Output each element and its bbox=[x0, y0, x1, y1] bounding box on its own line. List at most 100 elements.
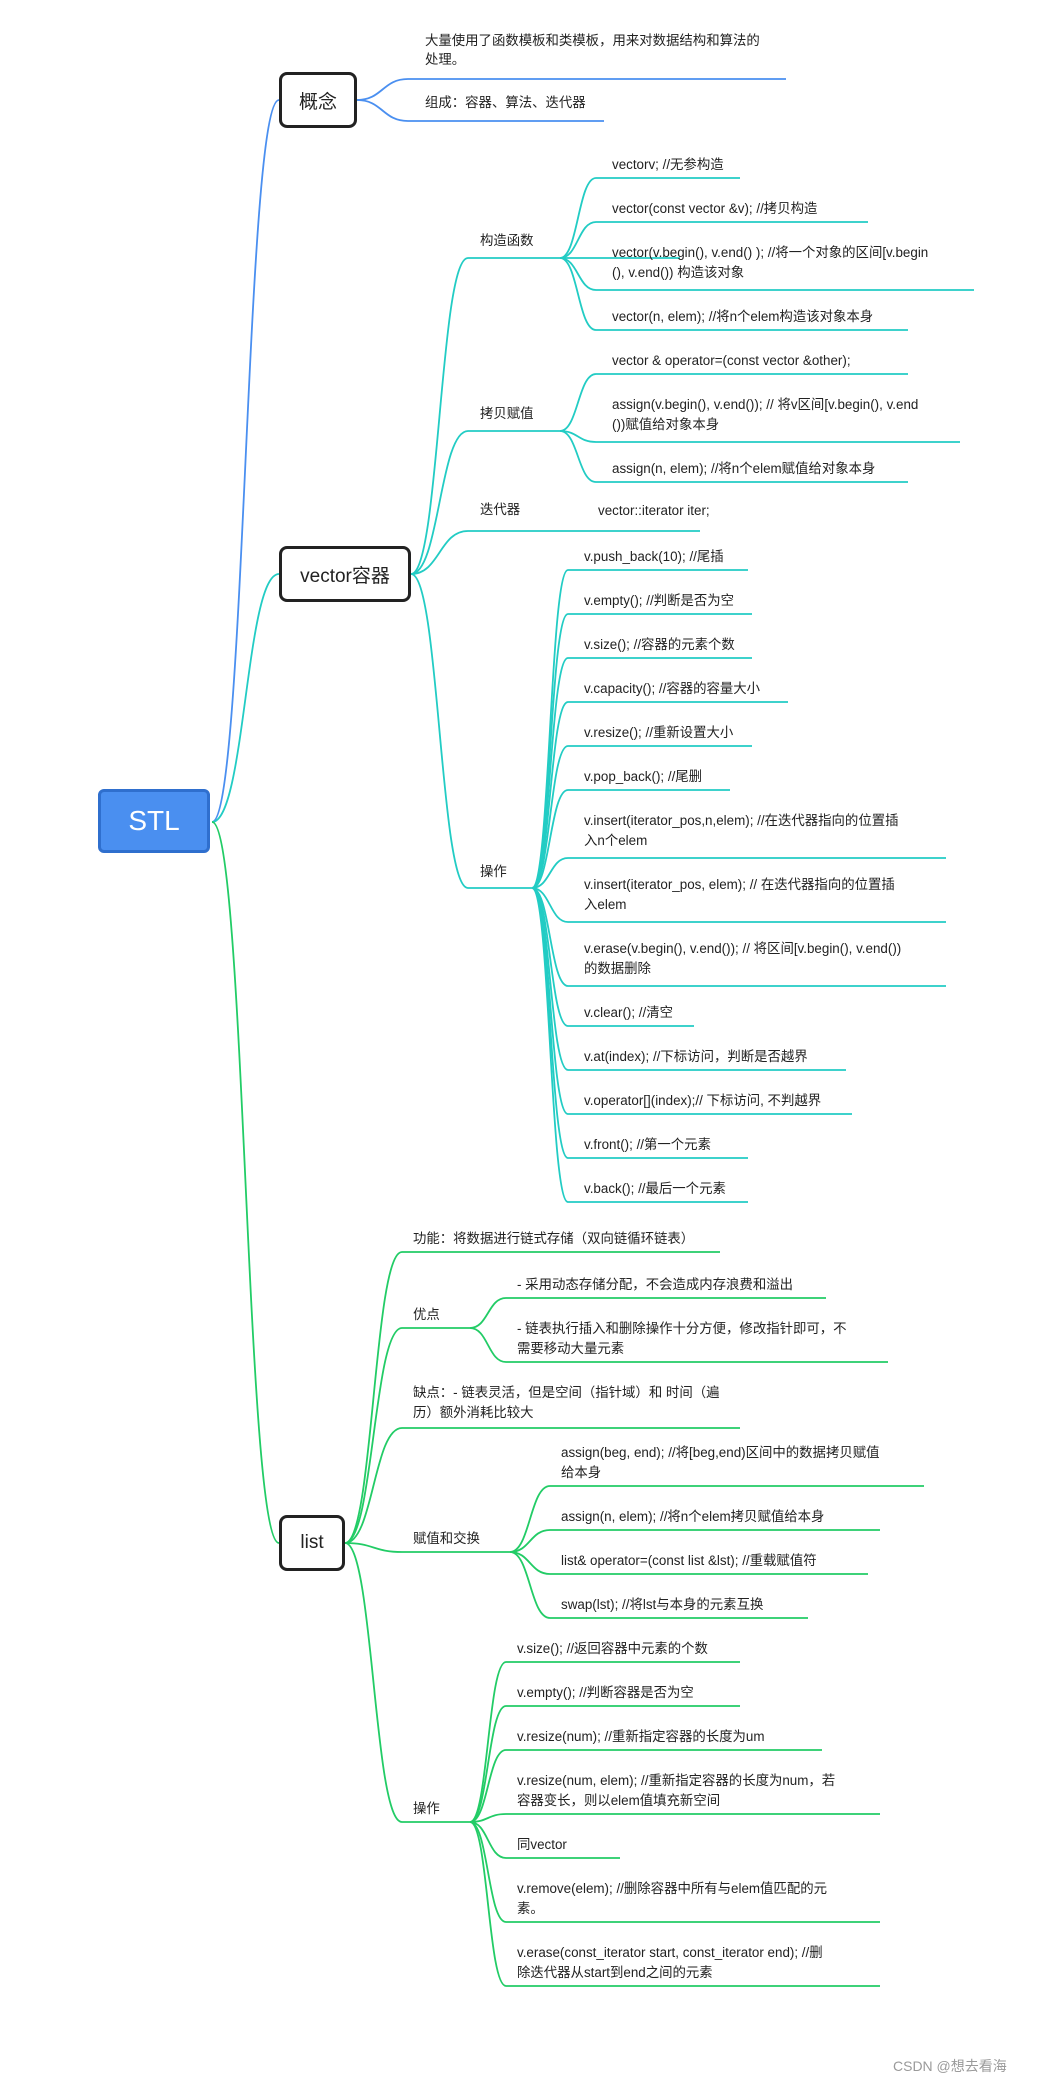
node-concept[interactable]: 概念 bbox=[279, 72, 357, 128]
list-ops-link-3 bbox=[469, 1749, 507, 1823]
list-ops-link-7 bbox=[469, 1821, 507, 1987]
link-list-func bbox=[344, 1251, 403, 1544]
concept-components: 组成：容器、算法、迭代器 bbox=[425, 95, 586, 110]
watermark: CSDN @想去看海 bbox=[893, 2058, 1007, 2074]
list-adv-link-2 bbox=[469, 1327, 507, 1363]
vector-ops-link-12 bbox=[531, 887, 569, 1115]
link-list-swap bbox=[344, 1542, 403, 1553]
vector-ops-link-13 bbox=[531, 887, 569, 1159]
list-swap-item-1-line1: assign(beg, end); //将[beg,end)区间中的数据拷贝赋值 bbox=[561, 1445, 880, 1460]
list-op-5: 同vector bbox=[517, 1837, 567, 1852]
vector-ctor-link-3 bbox=[559, 257, 597, 291]
root-node-stl[interactable]: STL bbox=[98, 789, 210, 853]
node-vector[interactable]: vector容器 bbox=[279, 546, 411, 602]
vector-ctor-item-2: vector(const vector &v); //拷贝构造 bbox=[612, 201, 818, 216]
link-vector-iter bbox=[410, 530, 469, 575]
list-disadvantage-line2: 历）额外消耗比较大 bbox=[413, 1405, 534, 1420]
list-advantages-label: 优点 bbox=[413, 1307, 440, 1322]
vector-op-5: v.resize(); //重新设置大小 bbox=[584, 725, 734, 740]
list-advantage-2-line2: 需要移动大量元素 bbox=[517, 1341, 625, 1356]
list-swap-link-1 bbox=[509, 1485, 551, 1553]
vector-op-2: v.empty(); //判断是否为空 bbox=[584, 593, 735, 608]
vector-op-9-line2: 的数据删除 bbox=[584, 961, 651, 976]
link-vector-assign bbox=[410, 430, 469, 575]
link-list-ops bbox=[344, 1542, 403, 1823]
node-list[interactable]: list bbox=[279, 1515, 345, 1571]
link-root-list bbox=[211, 821, 280, 1544]
vector-assign-item-3: assign(n, elem); //将n个elem赋值给对象本身 bbox=[612, 461, 876, 476]
link-root-concept bbox=[211, 99, 280, 823]
vector-iterator-value: vector::iterator iter; bbox=[598, 503, 710, 518]
vector-op-1: v.push_back(10); //尾插 bbox=[584, 549, 724, 564]
list-disadvantage-line1: 缺点：- 链表灵活，但是空间（指针域）和 时间（遍 bbox=[413, 1385, 720, 1400]
vector-op-12: v.operator[](index);// 下标访问, 不判越界 bbox=[584, 1093, 822, 1108]
vector-ctor-item-1: vectorv; //无参构造 bbox=[612, 157, 724, 172]
vector-assign-item-2-line1: assign(v.begin(), v.end()); // 将v区间[v.be… bbox=[612, 397, 919, 412]
link-concept-desc bbox=[356, 78, 409, 101]
vector-op-4: v.capacity(); //容器的容量大小 bbox=[584, 681, 761, 696]
link-vector-ctor bbox=[410, 257, 469, 575]
vector-ops-link-7 bbox=[531, 857, 569, 889]
list-op-6-line2: 素。 bbox=[517, 1901, 544, 1916]
vector-ctor-item-3-line1: vector(v.begin(), v.end() ); //将一个对象的区间[… bbox=[612, 245, 929, 260]
list-function: 功能：将数据进行链式存储（双向链循环链表） bbox=[413, 1231, 695, 1246]
list-advantage-2-line1: - 链表执行插入和删除操作十分方便，修改指针即可，不 bbox=[517, 1321, 847, 1336]
vector-op-11: v.at(index); //下标访问，判断是否越界 bbox=[584, 1049, 808, 1064]
list-ops-label: 操作 bbox=[413, 1801, 440, 1816]
vector-assign-link-3 bbox=[559, 430, 597, 483]
list-swap-link-2 bbox=[509, 1529, 551, 1553]
vector-ctor-item-3-line2: (), v.end()) 构造该对象 bbox=[612, 265, 745, 280]
list-op-2: v.empty(); //判断容器是否为空 bbox=[517, 1685, 694, 1700]
vector-ops-link-14 bbox=[531, 887, 569, 1203]
concept-desc-line2: 处理。 bbox=[425, 52, 466, 67]
list-swap-link-4 bbox=[509, 1551, 551, 1619]
vector-ctor-link-2 bbox=[559, 221, 597, 259]
vector-op-9-line1: v.erase(v.begin(), v.end()); // 将区间[v.be… bbox=[584, 941, 902, 956]
list-ops-link-1 bbox=[469, 1661, 507, 1823]
vector-ctor-link-1 bbox=[559, 177, 597, 259]
vector-assign-item-2-line2: ())赋值给对象本身 bbox=[612, 417, 720, 432]
vector-op-13: v.front(); //第一个元素 bbox=[584, 1137, 711, 1152]
vector-ops-link-8 bbox=[531, 887, 569, 923]
link-list-dis bbox=[344, 1427, 403, 1544]
vector-op-8-line1: v.insert(iterator_pos, elem); // 在迭代器指向的… bbox=[584, 877, 895, 892]
vector-assign-label: 拷贝赋值 bbox=[480, 406, 534, 421]
list-adv-link-1 bbox=[469, 1297, 507, 1329]
list-op-1: v.size(); //返回容器中元素的个数 bbox=[517, 1641, 708, 1656]
list-swap-label: 赋值和交换 bbox=[413, 1531, 480, 1546]
vector-op-7-line2: 入n个elem bbox=[584, 833, 648, 848]
vector-op-10: v.clear(); //清空 bbox=[584, 1005, 674, 1020]
vector-op-8-line2: 入elem bbox=[584, 897, 627, 912]
vector-ops-label: 操作 bbox=[480, 864, 507, 879]
vector-iterator-label: 迭代器 bbox=[480, 502, 521, 517]
vector-assign-item-1: vector & operator=(const vector &other); bbox=[612, 353, 851, 368]
concept-desc-line1: 大量使用了函数模板和类模板，用来对数据结构和算法的 bbox=[425, 33, 760, 48]
list-swap-item-2: assign(n, elem); //将n个elem拷贝赋值给本身 bbox=[561, 1509, 825, 1524]
vector-ops-link-6 bbox=[531, 789, 569, 889]
list-swap-item-1-line2: 给本身 bbox=[561, 1465, 602, 1480]
vector-ops-link-3 bbox=[531, 657, 569, 889]
vector-op-7-line1: v.insert(iterator_pos,n,elem); //在迭代器指向的… bbox=[584, 813, 899, 828]
link-list-adv bbox=[344, 1327, 403, 1544]
list-ops-link-5 bbox=[469, 1821, 507, 1859]
list-op-7-line2: 除迭代器从start到end之间的元素 bbox=[517, 1965, 713, 1980]
vector-op-14: v.back(); //最后一个元素 bbox=[584, 1181, 726, 1196]
vector-ctor-label: 构造函数 bbox=[480, 233, 534, 248]
list-swap-item-3: list& operator=(const list &lst); //重载赋值… bbox=[561, 1553, 817, 1568]
list-op-3: v.resize(num); //重新指定容器的长度为um bbox=[517, 1729, 765, 1744]
vector-ctor-item-4: vector(n, elem); //将n个elem构造该对象本身 bbox=[612, 309, 874, 324]
list-ops-link-2 bbox=[469, 1705, 507, 1823]
list-advantage-1: - 采用动态存储分配，不会造成内存浪费和溢出 bbox=[517, 1277, 793, 1292]
list-op-4-line2: 容器变长，则以elem值填充新空间 bbox=[517, 1793, 721, 1808]
vector-ops-link-5 bbox=[531, 745, 569, 889]
link-root-vector bbox=[211, 573, 280, 823]
vector-ctor-link-4 bbox=[559, 257, 597, 331]
vector-op-6: v.pop_back(); //尾删 bbox=[584, 769, 703, 784]
vector-op-3: v.size(); //容器的元素个数 bbox=[584, 637, 735, 652]
list-op-6-line1: v.remove(elem); //删除容器中所有与elem值匹配的元 bbox=[517, 1881, 827, 1896]
list-op-4-line1: v.resize(num, elem); //重新指定容器的长度为num，若 bbox=[517, 1773, 836, 1788]
list-op-7-line1: v.erase(const_iterator start, const_iter… bbox=[517, 1945, 823, 1960]
vector-assign-link-1 bbox=[559, 373, 597, 432]
